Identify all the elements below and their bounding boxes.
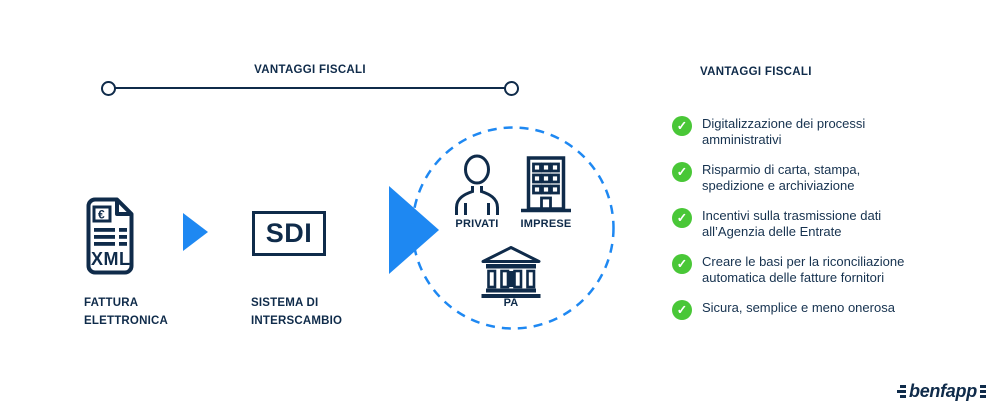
privati-label: PRIVATI [455,218,499,230]
arrow-right-small [183,213,208,251]
xml-text: XML [91,249,131,269]
fattura-elettronica-label: FATTURA ELETTRONICA [84,297,168,327]
benefits-list: ✓ Digitalizzazione dei processi amminist… [672,116,918,334]
euro-symbol: € [98,208,105,222]
check-icon: ✓ [672,162,692,182]
benfapp-logo: benfapp [897,381,986,402]
benefit-text: Sicura, semplice e meno onerosa [702,300,895,315]
recipients-dashed-circle [411,126,615,330]
check-icon: ✓ [672,208,692,228]
sistema-interscambio-label: SISTEMA DI INTERSCAMBIO [251,297,343,327]
bank-icon [481,246,541,298]
benefit-text: Digitalizzazione dei processi amministra… [702,116,866,147]
list-item: ✓ Sicura, semplice e meno onerosa [672,300,918,320]
list-item: ✓ Creare le basi per la riconciliazione … [672,254,918,286]
benefit-text: Incentivi sulla trasmissione dati all’Ag… [702,208,882,239]
bracket-label: VANTAGGI FISCALI [254,64,366,76]
bracket-line [114,87,506,89]
logo-text: benfapp [909,381,977,401]
check-icon: ✓ [672,254,692,274]
bracket-endpoint-left [101,81,116,96]
list-item: ✓ Digitalizzazione dei processi amminist… [672,116,918,148]
building-icon [521,156,571,213]
list-item: ✓ Risparmio di carta, stampa, spedizione… [672,162,918,194]
sdi-box-text: SDI [265,218,313,248]
check-icon: ✓ [672,300,692,320]
benefits-title: VANTAGGI FISCALI [700,66,812,78]
benefit-text: Risparmio di carta, stampa, spedizione e… [702,162,861,193]
pa-label: PA [503,297,519,309]
imprese-label: IMPRESE [520,218,572,230]
person-icon [455,154,499,215]
check-icon: ✓ [672,116,692,136]
logo-speed-lines-right-icon [979,385,986,398]
sdi-box: SDI [252,211,326,256]
arrow-right-big [389,186,439,274]
list-item: ✓ Incentivi sulla trasmissione dati all’… [672,208,918,240]
benefit-text: Creare le basi per la riconciliazione au… [702,254,905,285]
bracket-endpoint-right [504,81,519,96]
xml-invoice-document-icon: € XML [86,197,134,275]
logo-speed-lines-left-icon [897,385,906,398]
